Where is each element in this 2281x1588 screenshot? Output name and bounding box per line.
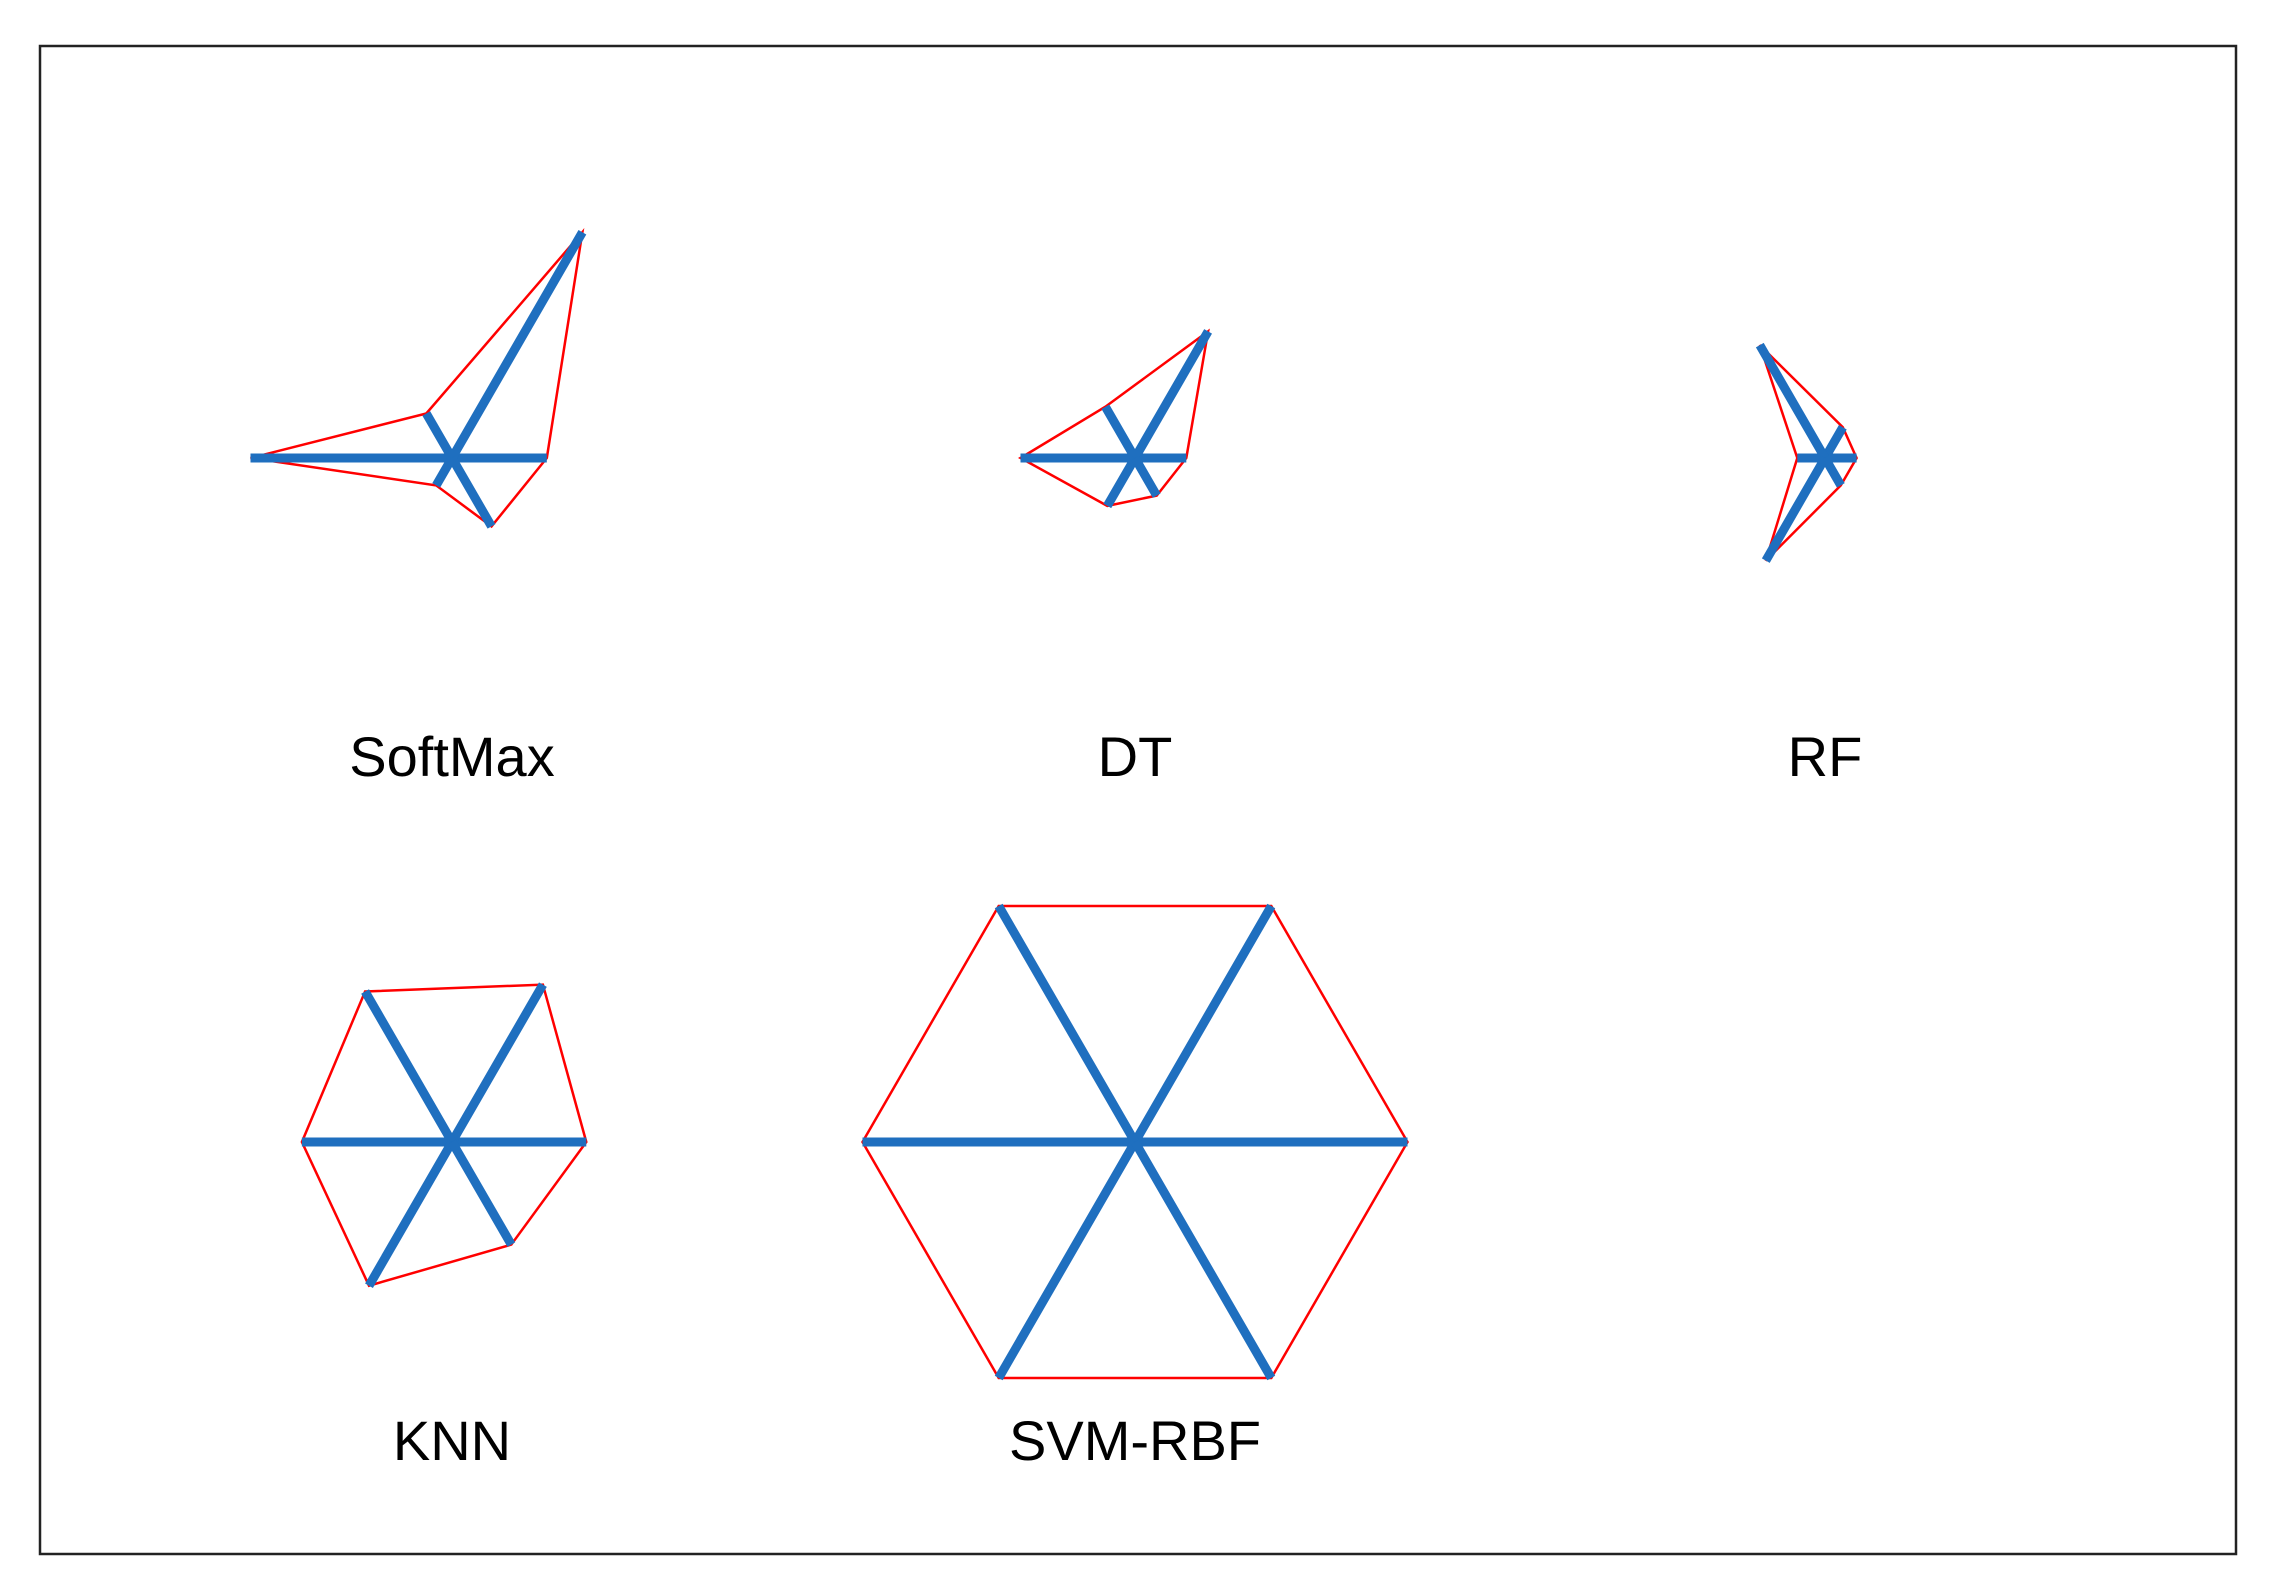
plot-frame xyxy=(38,44,2238,1556)
glyph-label: KNN xyxy=(393,1409,511,1472)
glyph-spoke-5 xyxy=(448,455,496,529)
glyph-spoke-4 xyxy=(1103,455,1139,509)
glyph-spoke-1 xyxy=(1131,329,1212,461)
glyph-spoke-4 xyxy=(994,1139,1139,1381)
glyph-spoke-2 xyxy=(361,989,456,1145)
glyph-label: DT xyxy=(1098,725,1173,788)
glyph-outline xyxy=(250,228,585,529)
glyph-dt: DT xyxy=(1018,328,1212,788)
glyph-spoke-4 xyxy=(1761,455,1829,563)
glyph-knn: KNN xyxy=(300,982,588,1472)
glyph-label: RF xyxy=(1788,725,1863,788)
glyph-spoke-5 xyxy=(448,1139,516,1247)
glyph-spoke-5 xyxy=(1821,455,1845,488)
glyph-label: SoftMax xyxy=(349,725,554,788)
glyph-rf: RF xyxy=(1755,342,1863,788)
glyph-layer: SoftMax DT RF KNN SVM-RBF xyxy=(250,228,1863,1472)
glyph-label: SVM-RBF xyxy=(1009,1409,1261,1472)
glyph-spoke-2 xyxy=(1101,404,1139,461)
glyph-spoke-4 xyxy=(432,455,456,488)
glyph-spoke-2 xyxy=(994,903,1139,1145)
glyph-spoke-1 xyxy=(1131,903,1276,1145)
glyph-spoke-5 xyxy=(1131,1139,1276,1381)
glyph-spoke-1 xyxy=(1821,424,1847,461)
glyph-softmax: SoftMax xyxy=(250,228,587,788)
glyph-spoke-4 xyxy=(365,1139,456,1288)
glyph-spoke-5 xyxy=(1131,455,1161,498)
glyph-svm-rbf: SVM-RBF xyxy=(861,903,1409,1472)
glyph-spoke-2 xyxy=(1755,342,1829,461)
glyph-spoke-1 xyxy=(448,229,587,461)
glyph-spoke-1 xyxy=(448,982,547,1145)
glyph-spoke-2 xyxy=(422,411,456,461)
